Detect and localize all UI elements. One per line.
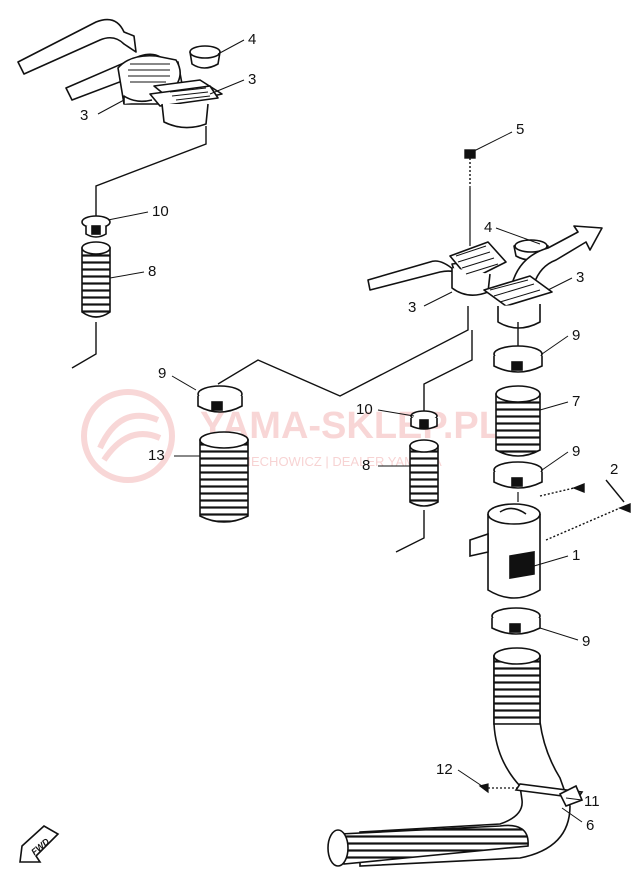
hose-line-right-a [217, 306, 469, 397]
bolt-5 [464, 149, 476, 186]
callout-3-top-left-left: 3 [80, 107, 88, 124]
callout-3-top-right-right: 3 [576, 269, 584, 286]
callout-3-top-right-left: 3 [408, 299, 416, 316]
separator-housing [469, 503, 541, 599]
callouts: 4 3 3 5 10 8 4 3 3 9 9 10 7 13 8 9 2 1 9… [80, 31, 618, 834]
seal-front [483, 275, 553, 307]
callout-9-left: 9 [158, 365, 166, 382]
callout-12: 12 [436, 761, 453, 778]
callout-4-top-right: 4 [484, 219, 492, 236]
callout-10-left: 10 [152, 203, 169, 220]
callout-2: 2 [610, 461, 618, 478]
clamp-9-middle [493, 461, 543, 489]
watermark-logo-icon [81, 389, 175, 483]
hose-13 [199, 431, 249, 523]
watermark: YAMA-SKLEP.PL CIECHOWICZ | DEALER YAMAHA [81, 389, 502, 483]
callout-10-center: 10 [356, 401, 373, 418]
clamp-10-left [81, 215, 111, 238]
callout-9-middle: 9 [572, 443, 580, 460]
hose-line-right-b [423, 330, 473, 414]
hose-7 [495, 385, 541, 457]
callout-1: 1 [572, 547, 580, 564]
callout-6: 6 [586, 817, 594, 834]
top-right-assembly [367, 225, 603, 329]
callout-8-left: 8 [148, 263, 156, 280]
callout-11: 11 [584, 793, 600, 810]
clamp-9-left [197, 385, 243, 413]
fwd-badge: FWD [19, 825, 60, 863]
leader-lines [97, 39, 583, 823]
hose-8-left [81, 241, 111, 318]
hose-8-center [409, 439, 439, 507]
screws-2 [539, 479, 631, 541]
top-left-assembly [17, 18, 223, 129]
airflow-arrow-outlet [511, 225, 603, 285]
callout-8-center: 8 [362, 457, 370, 474]
callout-9-lower: 9 [582, 633, 590, 650]
hose-6 [327, 647, 571, 867]
airflow-arrow-upper [17, 18, 137, 75]
callout-4-top-left: 4 [248, 31, 256, 48]
hose-line-bottom-center [395, 510, 425, 553]
clamp-10-center [410, 410, 438, 430]
callout-7: 7 [572, 393, 580, 410]
watermark-text: YAMA-SKLEP.PL [200, 405, 502, 447]
fwd-arrow-icon [19, 825, 60, 863]
callout-9-upper: 9 [572, 327, 580, 344]
clamp-9-upper [493, 345, 543, 373]
hose-line-bottom-left [71, 322, 97, 369]
callout-3-top-left-right: 3 [248, 71, 256, 88]
callout-13: 13 [148, 447, 165, 464]
hose-line-top-left [95, 126, 207, 222]
screw-12 [478, 783, 518, 794]
callout-5: 5 [516, 121, 524, 138]
watermark-logo-mark [97, 412, 162, 462]
watermark-subtext: CIECHOWICZ | DEALER YAMAHA [238, 454, 442, 469]
clamp-9-lower [491, 607, 541, 635]
